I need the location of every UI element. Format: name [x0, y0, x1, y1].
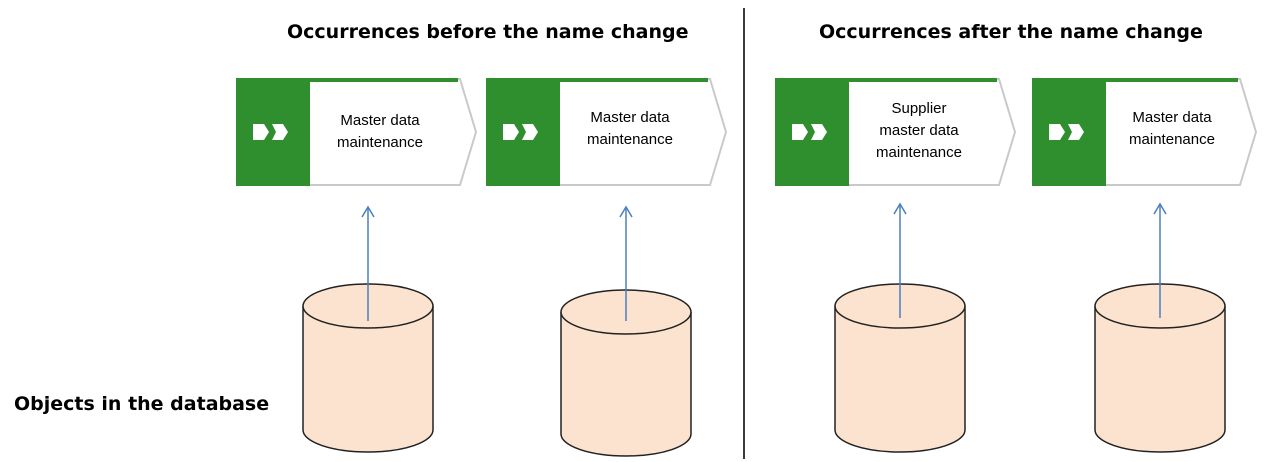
function-label: Supplier master data maintenance [849, 98, 989, 164]
function-label-line: Supplier [891, 100, 947, 117]
heading-before-change: Occurrences before the name change [287, 21, 689, 43]
function-label: Master data maintenance [1102, 107, 1242, 151]
function-shape[interactable]: Master data maintenance [486, 78, 728, 186]
function-label: Master data maintenance [310, 110, 450, 154]
database-cylinder-icon[interactable] [832, 280, 968, 456]
function-chevrons-icon [1049, 124, 1084, 140]
section-divider [743, 8, 745, 459]
heading-after-change: Occurrences after the name change [819, 21, 1203, 43]
function-label-line: Master data [590, 109, 670, 126]
function-shape-graphic [236, 78, 478, 186]
occurrence-link-arrow [1153, 202, 1167, 318]
function-label-line: maintenance [587, 131, 673, 148]
function-shape-graphic [486, 78, 728, 186]
objects-in-database-label: Objects in the database [14, 393, 270, 415]
function-chevrons-icon [503, 124, 538, 140]
function-label: Master data maintenance [560, 107, 700, 151]
function-shape[interactable]: Master data maintenance [1032, 78, 1268, 186]
function-label-line: maintenance [876, 144, 962, 161]
function-chevrons-icon [253, 124, 288, 140]
occurrence-link-arrow [361, 205, 375, 321]
occurrence-link-arrow [893, 202, 907, 318]
function-label-line: maintenance [337, 134, 423, 151]
function-shape-graphic [775, 78, 1017, 186]
function-label-line: Master data [340, 112, 420, 129]
function-label-line: master data [879, 122, 959, 139]
function-shape-graphic [1032, 78, 1258, 186]
function-shape[interactable]: Supplier master data maintenance [775, 78, 1017, 186]
function-label-line: Master data [1132, 109, 1212, 126]
function-shape[interactable]: Master data maintenance [236, 78, 478, 186]
function-label-line: maintenance [1129, 131, 1215, 148]
occurrence-link-arrow [619, 205, 633, 321]
function-chevrons-icon [792, 124, 827, 140]
